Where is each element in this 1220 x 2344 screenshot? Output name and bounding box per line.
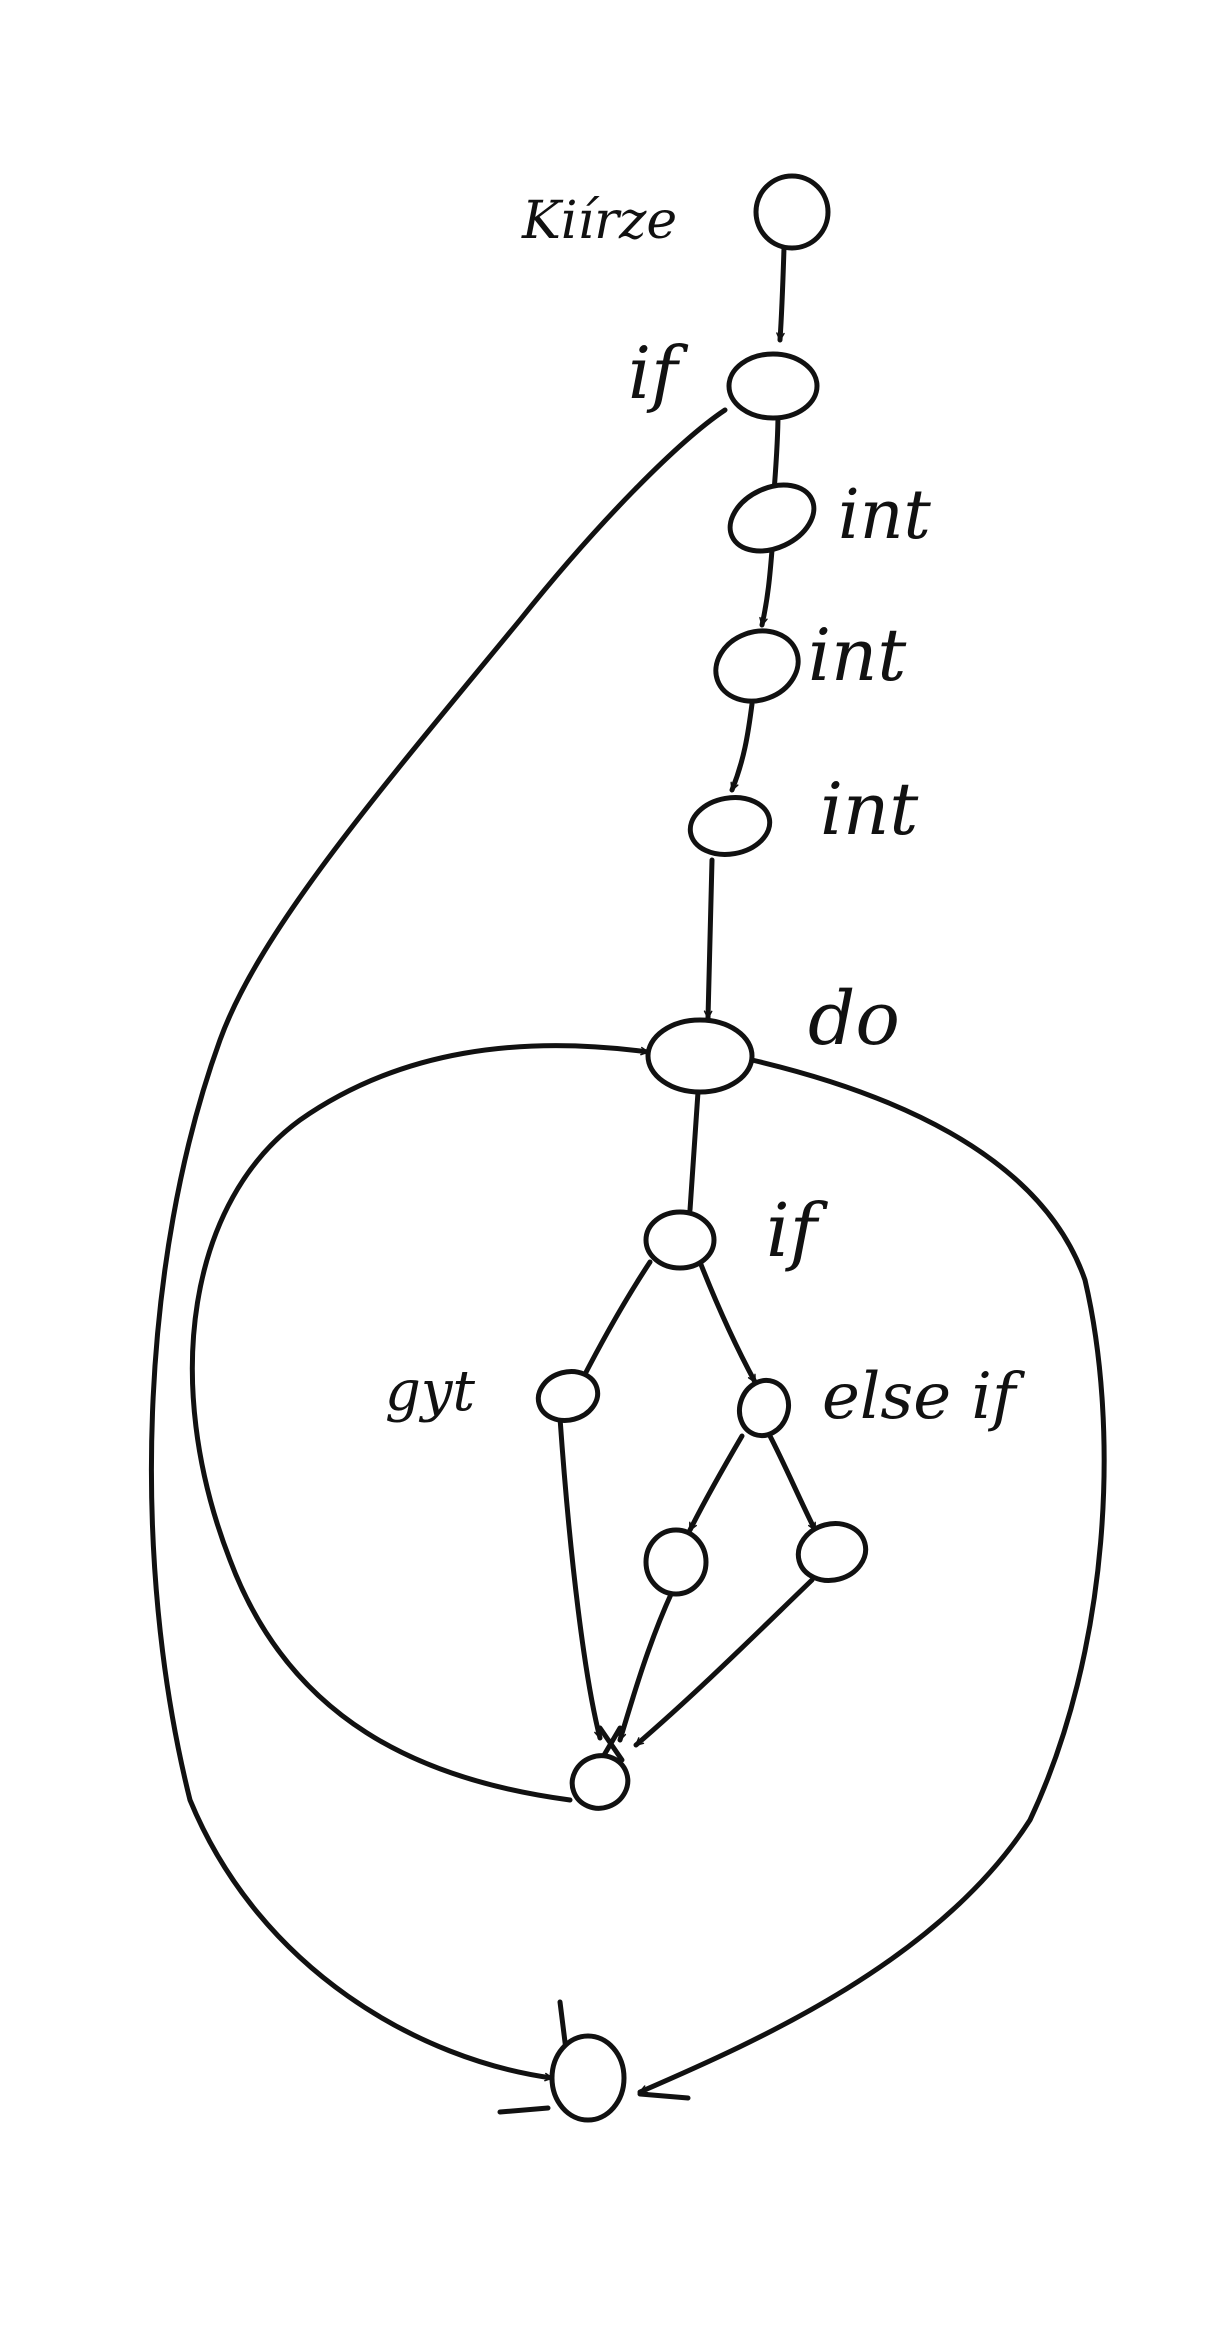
node-elseif-left [643, 1527, 709, 1597]
edge-int2-to-int3 [729, 701, 755, 793]
label-int-3: int [820, 767, 919, 851]
edge-do-to-if-inner [687, 1089, 701, 1213]
node-int-1 [727, 482, 817, 554]
nodes [535, 173, 869, 2123]
node-gyt [535, 1369, 601, 1423]
node-elseif-right [795, 1521, 869, 1583]
label-int-1: int [838, 476, 932, 555]
edge-if-inner-to-gyt [579, 1259, 653, 1383]
edge-if-to-int1 [774, 411, 781, 495]
label-start: Kiírze [521, 191, 677, 251]
edge-elseif-to-right [767, 1433, 818, 1533]
node-int-2 [713, 628, 801, 704]
end-extra-strokes [497, 1999, 691, 2115]
edge-int1-to-int2 [762, 547, 775, 628]
edge-if-to-end [148, 407, 728, 2078]
node-if-inner [643, 1209, 717, 1271]
node-else-if [736, 1377, 792, 1439]
label-do: do [808, 976, 900, 1062]
label-if-inner: if [766, 1188, 829, 1274]
node-join [569, 1753, 631, 1811]
label-else-if: else if [822, 1360, 1026, 1434]
edge-elseif-to-left [687, 1433, 745, 1533]
edge-do-to-end [637, 1057, 1107, 2095]
node-int-3 [687, 795, 773, 857]
edges [148, 245, 1107, 2115]
edge-join-loop-to-do [189, 1043, 651, 1803]
edge-int3-to-do [708, 857, 715, 1021]
node-if-top [726, 351, 820, 421]
edge-right-to-join [633, 1577, 815, 1748]
edge-start-to-if [780, 245, 787, 343]
node-start [753, 173, 831, 251]
label-if-top: if [628, 331, 689, 415]
node-end [549, 2033, 627, 2123]
edge-left-to-join [617, 1589, 675, 1743]
node-do [645, 1017, 755, 1095]
label-int-2: int [808, 613, 907, 697]
label-gyt: gyt [385, 1359, 475, 1424]
edge-if-inner-to-elseif [697, 1259, 758, 1385]
edge-gyt-to-join [557, 1415, 600, 1741]
